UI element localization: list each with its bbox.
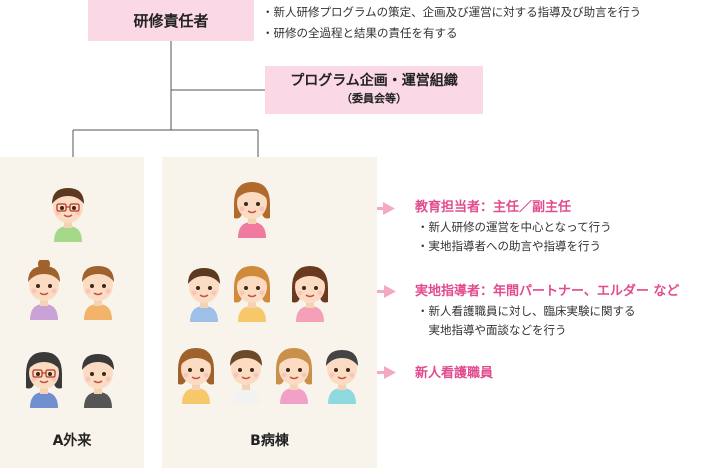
training-director-notes: ・新人研修プログラムの策定、企画及び運営に対する指導及び助言を行う ・研修の全過… bbox=[262, 2, 641, 44]
person-avatar-icon bbox=[28, 260, 60, 320]
person-avatar-icon bbox=[26, 352, 62, 408]
person-avatar-icon bbox=[82, 354, 114, 408]
role-education-desc-1: ・新人研修の運営を中心となって行う bbox=[417, 220, 612, 234]
person-avatar-icon bbox=[234, 266, 270, 322]
role-field-instructor: 実地指導者：年間パートナー、エルダー など ・新人看護職員に対し、臨床実験に関す… bbox=[415, 282, 679, 340]
training-director-box: 研修責任者 bbox=[88, 0, 254, 41]
program-organization-title: プログラム企画・運営組織 bbox=[290, 73, 458, 89]
note-line-1: ・新人研修プログラムの策定、企画及び運営に対する指導及び助言を行う bbox=[262, 5, 642, 19]
arrow-nurse-head bbox=[384, 366, 396, 379]
person-avatar-icon bbox=[178, 348, 214, 404]
program-organization-box: プログラム企画・運営組織 （委員会等） bbox=[265, 66, 483, 114]
person-avatar-icon bbox=[230, 350, 262, 404]
person-avatar-icon bbox=[292, 266, 328, 322]
training-director-title: 研修責任者 bbox=[133, 12, 209, 30]
arrow-field-head bbox=[384, 285, 396, 298]
person-avatar-icon bbox=[52, 188, 84, 242]
role-education-desc-2: ・実地指導者への助言や指導を行う bbox=[417, 239, 601, 253]
role-field-desc-2: 実地指導や面談などを行う bbox=[417, 323, 567, 337]
role-field-desc-1: ・新人看護職員に対し、臨床実験に関する bbox=[417, 304, 636, 318]
role-nurse-title: 新人看護職員 bbox=[415, 366, 494, 381]
role-new-nurse: 新人看護職員 bbox=[415, 364, 493, 384]
arrow-education-head bbox=[383, 202, 395, 215]
person-avatar-icon bbox=[276, 348, 312, 404]
person-avatar-icon bbox=[82, 266, 114, 320]
person-avatar-icon bbox=[326, 350, 358, 404]
role-field-title: 実地指導者：年間パートナー、エルダー など bbox=[415, 284, 680, 299]
role-education-title: 教育担当者：主任／副主任 bbox=[415, 200, 572, 215]
person-avatar-icon bbox=[234, 182, 270, 238]
panel-a-label: A外来 bbox=[52, 433, 92, 449]
note-line-2: ・研修の全過程と結果の責任を有する bbox=[262, 26, 458, 40]
role-education: 教育担当者：主任／副主任 ・新人研修の運営を中心となって行う ・実地指導者への助… bbox=[415, 198, 612, 256]
panel-b-label: B病棟 bbox=[250, 433, 289, 449]
program-organization-subtitle: （委員会等） bbox=[341, 92, 407, 105]
person-avatar-icon bbox=[188, 268, 220, 322]
